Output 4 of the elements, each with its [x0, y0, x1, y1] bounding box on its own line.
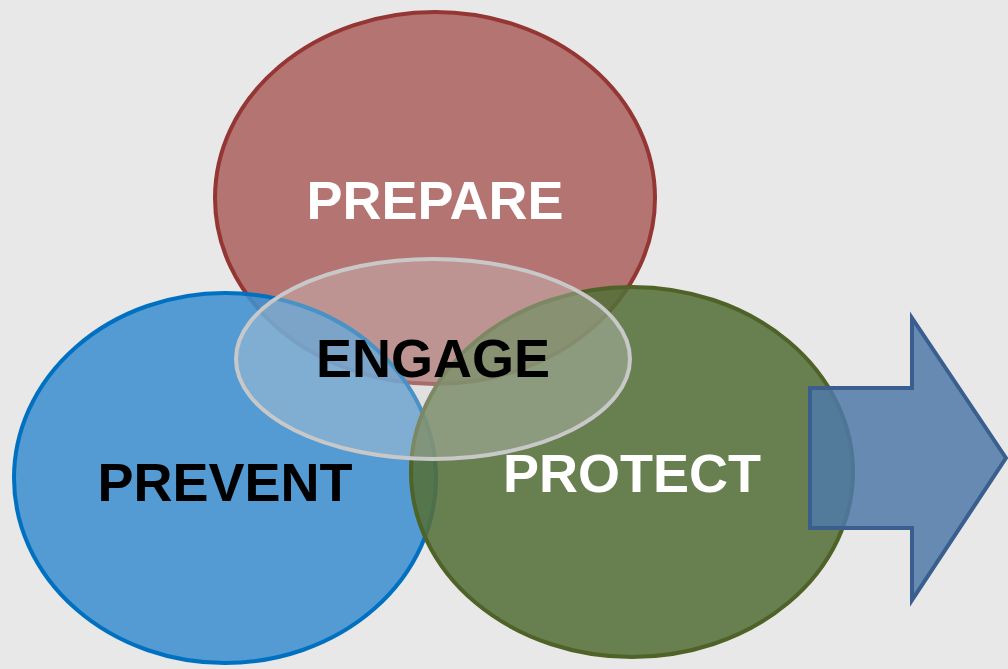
circle-label: ENGAGE [316, 328, 550, 388]
circle-label: PREPARE [306, 170, 564, 230]
circle-label: PROTECT [503, 443, 761, 503]
circle-label: PREVENT [97, 452, 353, 512]
